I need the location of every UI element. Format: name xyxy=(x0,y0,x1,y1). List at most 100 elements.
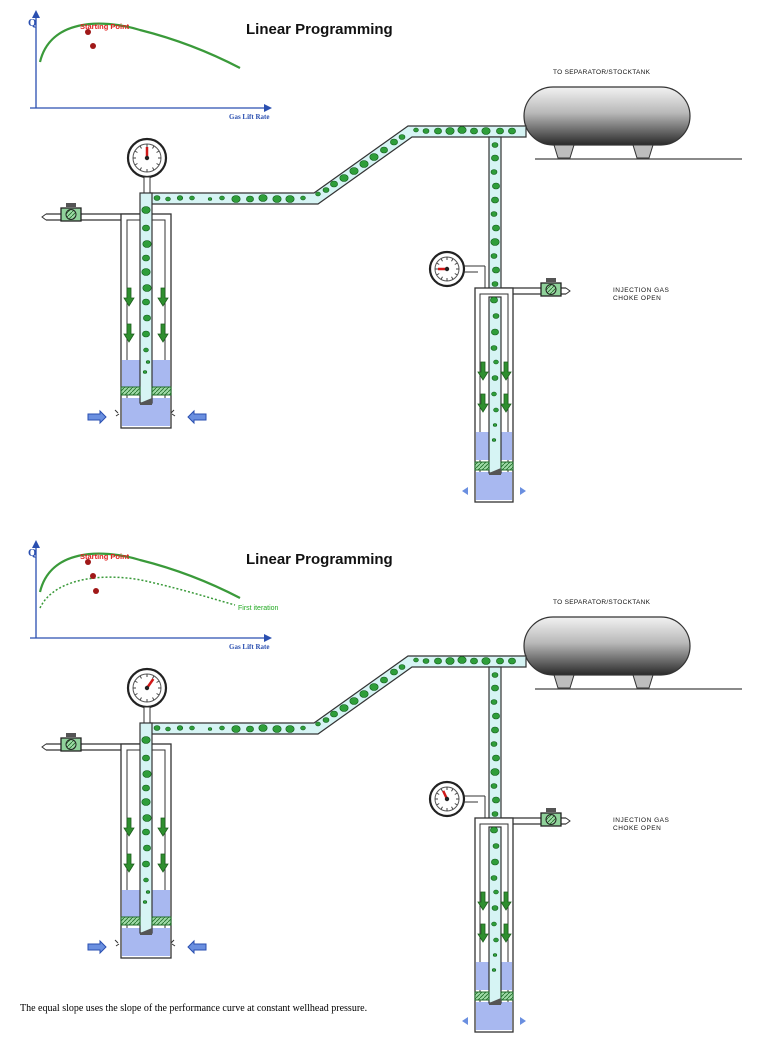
gas-bubble xyxy=(300,195,306,201)
gas-bubble xyxy=(339,174,349,182)
pressure-gauge-icon xyxy=(126,667,168,709)
gas-bubble xyxy=(491,968,497,972)
gas-bubble xyxy=(434,127,442,135)
gas-bubble xyxy=(176,195,184,201)
left-well xyxy=(41,137,207,429)
gas-bubble xyxy=(491,281,499,287)
iteration-label: First iteration xyxy=(238,605,279,612)
flow-arrow-icon xyxy=(123,853,135,873)
inflow-arrow-icon xyxy=(520,1017,526,1025)
inflow-arrow-icon xyxy=(187,939,207,955)
inflow-arrow-icon xyxy=(87,409,107,425)
valve-disc xyxy=(545,284,557,295)
gauge-tick xyxy=(134,680,138,683)
tubing xyxy=(488,826,502,1004)
gas-bubble xyxy=(219,195,225,201)
valve-handle xyxy=(546,808,556,812)
reservoir-fluid xyxy=(476,472,512,500)
gauge-tick xyxy=(139,167,142,171)
gauge-hub xyxy=(444,796,450,802)
gas-bubble xyxy=(491,142,499,148)
flow-arrow-icon xyxy=(157,853,169,873)
gauge-tick xyxy=(156,150,160,153)
gas-bubble xyxy=(142,814,152,822)
gas-bubble xyxy=(142,224,150,232)
gauge-tick xyxy=(134,150,138,153)
gas-bubble xyxy=(490,296,498,304)
reservoir-fluid xyxy=(476,1002,512,1030)
gas-bubble xyxy=(508,127,516,135)
injection-end xyxy=(565,287,571,295)
gas-bubble xyxy=(369,153,379,161)
flow-arrow-icon xyxy=(500,393,512,413)
valve-disc xyxy=(65,739,77,750)
valve-disc xyxy=(65,209,77,220)
inflow-arrow-icon xyxy=(187,409,207,425)
inflow-arrow-icon xyxy=(87,939,107,955)
injection-label-line2: CHOKE OPEN xyxy=(613,295,661,302)
gas-bubble xyxy=(142,770,152,778)
gas-bubble xyxy=(390,668,398,676)
gauge-tick xyxy=(454,803,458,806)
gas-bubble xyxy=(145,890,151,894)
pressure-gauge-icon xyxy=(126,137,168,179)
gauge-tick xyxy=(436,273,440,276)
gas-bubble xyxy=(481,127,491,135)
casing-end xyxy=(41,743,47,751)
valve-icon xyxy=(60,203,82,222)
gauge-hub xyxy=(144,685,150,691)
packer xyxy=(474,461,490,471)
gas-bubble xyxy=(491,921,497,927)
flowline-pipe xyxy=(149,125,527,205)
iteration-marker xyxy=(90,573,96,579)
gas-bubble xyxy=(380,146,388,154)
gas-bubble xyxy=(141,268,151,276)
gas-bubble xyxy=(457,656,467,664)
flow-arrow-icon xyxy=(123,817,135,837)
packer xyxy=(120,386,141,396)
y-axis-arrow xyxy=(32,10,40,18)
tank-saddle xyxy=(632,144,654,159)
gas-bubble xyxy=(349,697,359,705)
gas-bubble xyxy=(490,169,498,175)
perforations xyxy=(114,409,176,417)
tank-label: TO SEPARATOR/STOCKTANK xyxy=(553,599,651,606)
tank-saddle xyxy=(553,144,575,159)
gas-bubble xyxy=(413,657,419,663)
gas-bubble xyxy=(142,284,152,292)
gas-lift-valve xyxy=(140,398,152,405)
gas-bubble xyxy=(142,828,150,836)
flow-arrow-icon xyxy=(500,361,512,381)
gas-bubble xyxy=(231,195,241,203)
gas-bubble xyxy=(492,843,500,849)
gauge-tick xyxy=(156,693,160,696)
injection-label-line2: CHOKE OPEN xyxy=(613,825,661,832)
gas-bubble xyxy=(422,658,430,664)
gas-lift-valve xyxy=(489,998,501,1005)
gauge-tick xyxy=(436,803,440,806)
gas-bubble xyxy=(285,195,295,203)
gas-bubble xyxy=(359,690,369,698)
gas-bubble xyxy=(491,858,499,866)
gas-bubble xyxy=(258,194,268,202)
flow-arrow-icon xyxy=(123,287,135,307)
gauge-tick xyxy=(440,806,443,810)
gas-bubble xyxy=(285,725,295,733)
gauge-tick xyxy=(152,675,155,679)
packer xyxy=(151,916,172,926)
tank-body xyxy=(523,616,691,676)
gas-bubble xyxy=(143,347,149,353)
gauge-tick xyxy=(156,163,160,166)
y-axis-label: Q xyxy=(28,17,37,29)
pressure-gauge-icon xyxy=(428,780,466,818)
flowline-pipe xyxy=(149,655,527,735)
x-axis-label: Gas Lift Rate xyxy=(229,113,269,121)
bubbles xyxy=(141,126,516,442)
gas-bubble xyxy=(380,676,388,684)
gas-bubble xyxy=(491,905,499,911)
inflow-arrow-icon xyxy=(462,487,468,495)
